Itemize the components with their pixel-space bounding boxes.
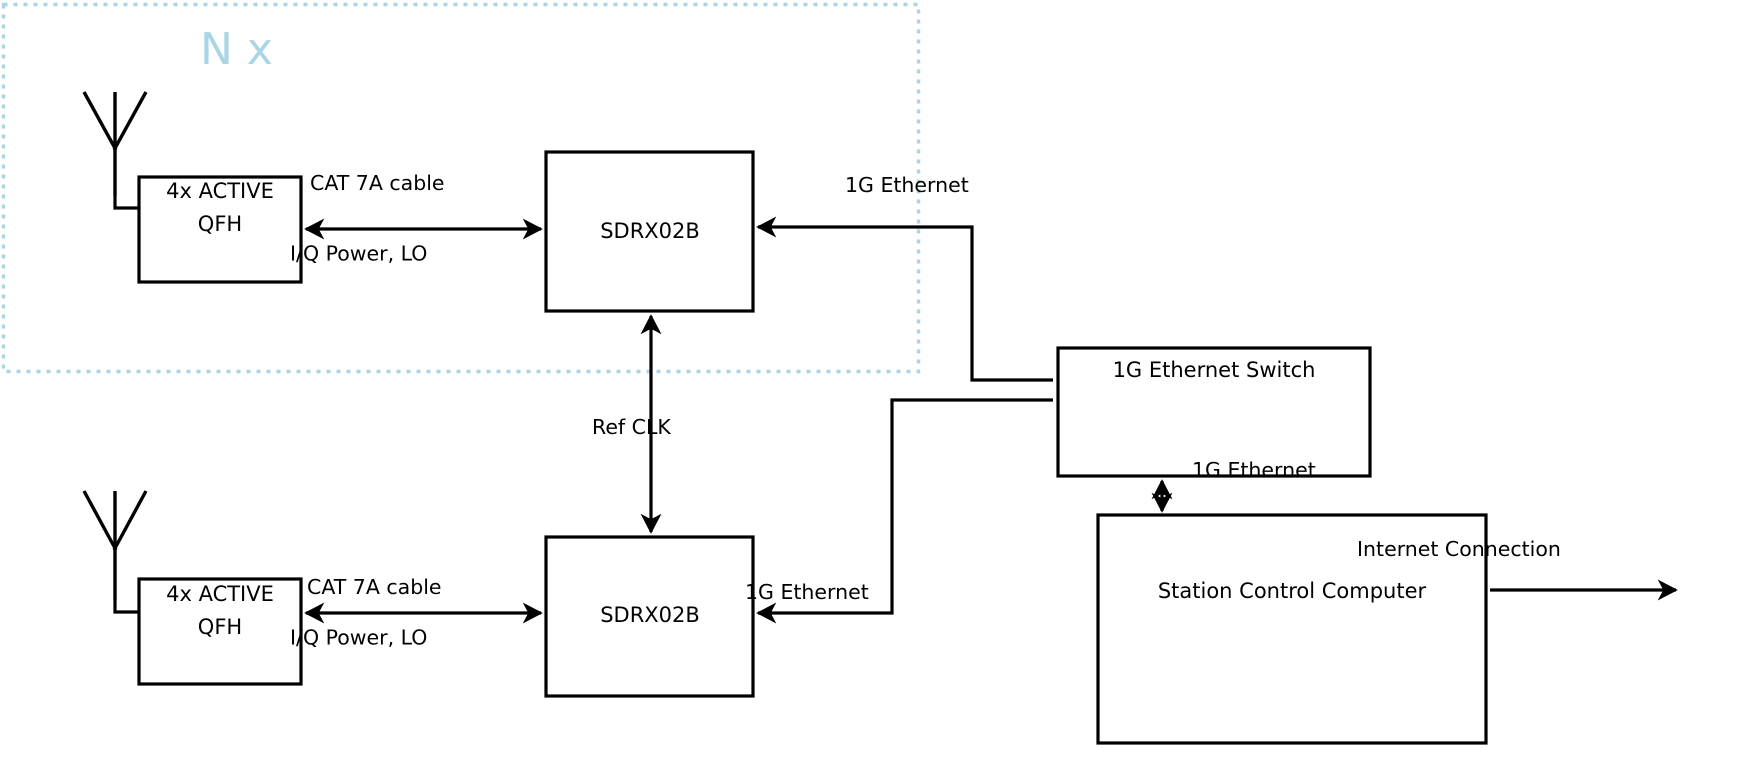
qfh-box-bottom-label-line2: QFH [198, 615, 242, 639]
nx-grouping-label: N x [200, 24, 273, 75]
sdr-box-bottom[interactable] [544, 535, 755, 698]
qfh-box-bottom[interactable] [137, 577, 303, 686]
edge-switch-sdr-top [756, 216, 1053, 382]
qfh-box-top[interactable] [137, 175, 303, 284]
sdr-box-top-label: SDRX02B [600, 219, 700, 243]
edge-switch-sdr-bottom-label: 1G Ethernet [745, 580, 869, 604]
edge-qfh-sdr-bottom-label-below: I/Q Power, LO [290, 626, 427, 650]
antenna-top-icon [82, 91, 148, 210]
ethernet-switch-box[interactable] [1056, 346, 1372, 478]
edge-switch-sdr-bottom [756, 398, 1053, 624]
qfh-box-top-label-line2: QFH [198, 212, 242, 236]
qfh-box-bottom-label-line1: 4x ACTIVE [166, 582, 274, 606]
sdr-box-top[interactable] [544, 150, 755, 313]
edge-qfh-sdr-bottom-label-above: CAT 7A cable [307, 575, 442, 599]
ethernet-switch-label: 1G Ethernet Switch [1113, 358, 1316, 382]
nx-grouping-border [1, 2, 921, 374]
edge-qfh-sdr-top-label-above: CAT 7A cable [310, 171, 445, 195]
edge-switch-sdr-top-label: 1G Ethernet [845, 173, 969, 197]
edge-switch-computer-label: 1G Ethernet [1192, 458, 1316, 482]
antenna-bottom-icon [82, 490, 148, 614]
station-control-computer-box[interactable] [1096, 513, 1488, 745]
edge-internet-connection-label: Internet Connection [1357, 537, 1561, 561]
sdr-box-bottom-label: SDRX02B [600, 603, 700, 627]
edge-ref-clk-label: Ref CLK [592, 415, 671, 439]
station-control-computer-label: Station Control Computer [1158, 579, 1427, 603]
edge-qfh-sdr-top-label-below: I/Q Power, LO [290, 242, 427, 266]
qfh-box-top-label-line1: 4x ACTIVE [166, 179, 274, 203]
